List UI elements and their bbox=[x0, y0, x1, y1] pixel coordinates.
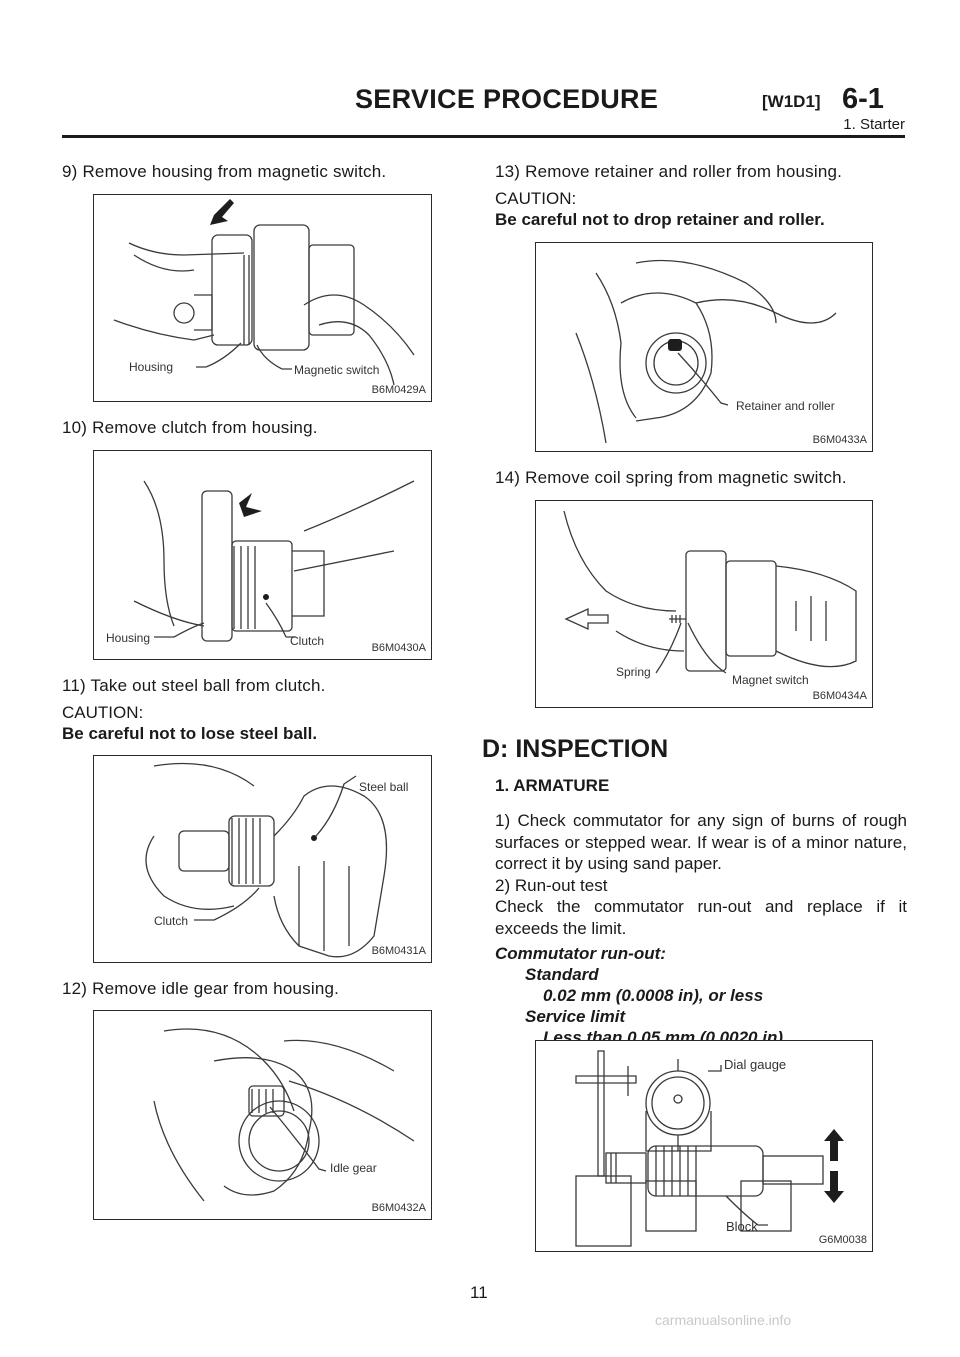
figure-code: B6M0434A bbox=[812, 690, 867, 702]
figure-code: B6M0431A bbox=[371, 945, 426, 957]
figure-code: B6M0432A bbox=[371, 1202, 426, 1214]
paragraph-commutator-check: 1) Check commutator for any sign of burn… bbox=[495, 811, 907, 873]
label-block: Block bbox=[726, 1219, 758, 1234]
figure-steel-ball: Steel ball Clutch B6M0431A bbox=[93, 755, 432, 963]
step-10: 10) Remove clutch from housing. bbox=[62, 418, 318, 437]
label-retainer-and-roller: Retainer and roller bbox=[736, 399, 835, 413]
page-number: 11 bbox=[470, 1283, 488, 1302]
figure-code: G6M0038 bbox=[818, 1234, 867, 1246]
figure-illustration bbox=[145, 762, 388, 958]
figure-code: B6M0433A bbox=[812, 434, 867, 446]
figure-illustration bbox=[153, 1028, 415, 1202]
paragraph-runout-heading: 2) Run-out test bbox=[495, 876, 608, 895]
caution-heading: CAUTION: bbox=[62, 703, 144, 722]
step-14: 14) Remove coil spring from magnetic swi… bbox=[495, 468, 847, 487]
spec-limit-label: Service limit bbox=[525, 1007, 626, 1026]
figure-idle-gear: Idle gear B6M0432A bbox=[93, 1010, 432, 1220]
footer-watermark: carmanualsonline.info bbox=[655, 1312, 792, 1328]
figure-clutch-removal: Housing Clutch B6M0430A bbox=[93, 450, 432, 660]
figure-illustration bbox=[563, 510, 857, 674]
figure-illustration bbox=[575, 1050, 844, 1247]
spec-standard-label: Standard bbox=[525, 965, 599, 984]
paragraph-runout-test: Check the commutator run-out and replace… bbox=[495, 897, 907, 938]
figure-dial-gauge: Dial gauge Block G6M0038 bbox=[535, 1040, 873, 1252]
figure-illustration bbox=[133, 480, 415, 642]
section-title: D: INSPECTION bbox=[482, 735, 669, 763]
figure-housing-removal: Housing Magnetic switch B6M0429A bbox=[93, 194, 432, 402]
spec-standard-value: 0.02 mm (0.0008 in), or less bbox=[543, 986, 764, 1005]
subsection-title: 1. ARMATURE bbox=[495, 776, 610, 795]
header-subtitle: 1. Starter bbox=[843, 116, 905, 133]
figure-illustration bbox=[113, 199, 415, 386]
figure-code: B6M0429A bbox=[371, 384, 426, 396]
spec-heading: Commutator run-out: bbox=[495, 944, 666, 963]
label-dial-gauge: Dial gauge bbox=[724, 1057, 787, 1072]
label-spring: Spring bbox=[616, 665, 651, 679]
step-13: 13) Remove retainer and roller from hous… bbox=[495, 162, 843, 181]
label-idle-gear: Idle gear bbox=[330, 1161, 377, 1175]
step-12: 12) Remove idle gear from housing. bbox=[62, 979, 340, 998]
caution-text: Be careful not to drop retainer and roll… bbox=[495, 210, 825, 229]
header-title: SERVICE PROCEDURE bbox=[355, 84, 659, 114]
label-clutch: Clutch bbox=[290, 634, 325, 648]
page-header: SERVICE PROCEDURE [W1D1] 6-1 1. Starter bbox=[0, 0, 960, 140]
caution-heading: CAUTION: bbox=[495, 189, 577, 208]
label-magnetic-switch: Magnetic switch bbox=[294, 363, 380, 377]
caution-text: Be careful not to lose steel ball. bbox=[62, 724, 318, 743]
header-section-number: 6-1 bbox=[842, 83, 884, 115]
label-housing: Housing bbox=[106, 631, 151, 645]
figure-code: B6M0430A bbox=[371, 642, 426, 654]
figure-retainer-roller: Retainer and roller B6M0433A bbox=[535, 242, 873, 452]
step-9: 9) Remove housing from magnetic switch. bbox=[62, 162, 387, 181]
figure-coil-spring: Spring Magnet switch B6M0434A bbox=[535, 500, 873, 708]
step-11: 11) Take out steel ball from clutch. bbox=[62, 676, 326, 695]
label-housing: Housing bbox=[129, 360, 174, 374]
header-code: [W1D1] bbox=[762, 92, 821, 111]
label-clutch: Clutch bbox=[154, 914, 189, 928]
label-magnet-switch: Magnet switch bbox=[732, 673, 809, 687]
figure-illustration bbox=[575, 259, 837, 444]
label-steel-ball: Steel ball bbox=[359, 780, 409, 794]
header-rule bbox=[62, 135, 905, 138]
